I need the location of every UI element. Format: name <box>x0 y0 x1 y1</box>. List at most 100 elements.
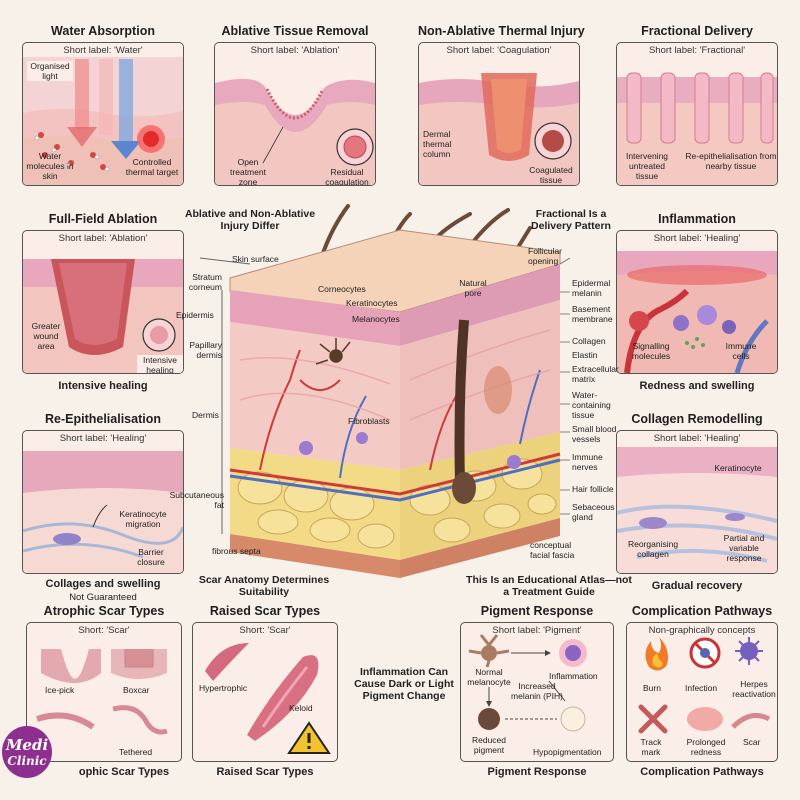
label-increased-melanin: Increased melanin (PIH) <box>511 681 563 701</box>
label-infection: Infection <box>685 683 718 693</box>
label-hypertrophic: Hypertrophic <box>199 683 248 693</box>
panel-title: Fractional Delivery <box>641 24 753 38</box>
inflammation-pigment-note: Inflammation Can Cause Dark or Light Pig… <box>354 666 454 702</box>
panel-inflammation: Inflammation Short label: 'Healing' Sign… <box>616 212 778 398</box>
label-extracellular-matrix: Extracellular matrix <box>572 364 619 384</box>
label-open-zone: Open treatment zone <box>230 157 266 186</box>
label-untreated-tissue: Intervening untreated tissue <box>625 151 669 181</box>
coagulation-illustration <box>419 73 579 185</box>
label-follicular-opening: Follicular opening <box>528 246 563 266</box>
short-label: Short label: 'Ablation' <box>58 233 148 244</box>
label-collagen: Collagen <box>572 336 606 346</box>
panel-box: Non-graphically concepts Burn Infection … <box>626 622 778 762</box>
label-scar: Scar <box>743 737 761 747</box>
panel-atrophic-scars: Atrophic Scar Types Short: 'Scar' Ice-pi… <box>26 604 182 784</box>
label-immune-cells: Immune cells <box>725 341 757 361</box>
panel-caption: Intensive healing <box>58 380 148 392</box>
label-water-tissue: Water-containing tissue <box>572 390 611 420</box>
label-epidermal-melanin: Epidermal melanin <box>572 278 611 298</box>
short-label: Short label: 'Ablation' <box>250 45 340 56</box>
label-re-epithelialisation-nearby: Re-epithelialisation from nearby tissue <box>685 151 777 171</box>
logo-line-1: Medi <box>5 736 49 754</box>
label-hair-follicle: Hair follicle <box>572 484 614 494</box>
panel-box: Short: 'Scar' Ice-pick Boxcar lling Teth… <box>26 622 182 762</box>
label-intensive-healing: Intensive healing <box>137 355 183 373</box>
panel-raised-scars: Raised Scar Types Short: 'Scar' Hypertro… <box>192 604 338 784</box>
panel-box: Short label: 'Water' Organised light Wat… <box>22 42 184 186</box>
heading-educational-atlas: This Is an Educational Atlas—not a Treat… <box>466 574 632 598</box>
label-reorganising-collagen: Reorganising collagen <box>627 539 679 559</box>
panel-title: Re-Epithelialisation <box>45 412 161 426</box>
label-tethered: Tethered <box>119 747 153 757</box>
label-herpes-reactivation: Herpes reactivation <box>732 679 776 699</box>
label-small-vessels: Small blood vessels <box>572 424 617 444</box>
panel-box: Short label: 'Ablation' Greater wound ar… <box>22 230 184 374</box>
short-label: Short label: 'Healing' <box>59 433 147 444</box>
panel-title: Raised Scar Types <box>209 604 321 618</box>
panel-complication-pathways: Complication Pathways Non-graphically co… <box>626 604 778 784</box>
panel-title: Atrophic Scar Types <box>43 604 165 618</box>
fractional-illustration <box>617 72 777 185</box>
raised-illustration <box>205 643 331 754</box>
label-boxcar: Boxcar <box>123 685 150 695</box>
short-label: Short: 'Scar' <box>239 625 291 636</box>
pigment-illustration <box>468 634 587 732</box>
panel-box: Short label: 'Fractional' Intervening un… <box>616 42 778 186</box>
label-stratum-corneum: Stratum corneum <box>188 272 222 292</box>
label-normal-melanocyte: Normal melanocyte <box>467 667 511 687</box>
panel-box: Short label: 'Healing' Keratinocyte migr… <box>22 430 184 574</box>
label-organised-light: Organised light <box>27 61 73 81</box>
panel-caption: Collages and swelling <box>45 578 161 590</box>
full-field-illustration <box>23 259 183 373</box>
heading-scar-anatomy: Scar Anatomy Determines Suitability <box>198 574 330 598</box>
label-subcutaneous-fat: Subcutaneous fat <box>169 490 224 510</box>
label-residual-coagulation: Residual coagulation <box>325 167 369 186</box>
short-label: Short label: 'Pigment' <box>492 625 582 636</box>
panel-collagen-remodelling: Collagen Remodelling Short label: 'Heali… <box>616 412 778 598</box>
label-corneocytes: Corneocytes <box>318 284 366 294</box>
clinic-logo: Medi Clinic <box>2 726 52 778</box>
water-illustration <box>23 57 183 185</box>
panel-caption: Raised Scar Types <box>216 766 314 778</box>
panel-full-field: Full-Field Ablation Short label: 'Ablati… <box>22 212 184 398</box>
label-water-molecules: Water molecules in skin <box>26 151 74 181</box>
short-label: Short label: 'Healing' <box>653 233 741 244</box>
panel-box: Short label: 'Healing' Signalling molecu… <box>616 230 778 374</box>
panel-non-ablative: Non-Ablative Thermal Injury Short label:… <box>418 24 585 186</box>
label-wound-area: Greater wound area <box>31 321 61 351</box>
panel-title: Inflammation <box>658 212 736 226</box>
panel-water-absorption: Water Absorption Short label: 'Water' Or… <box>22 24 184 186</box>
label-keratinocyte: Keratinocyte <box>714 463 762 473</box>
label-basement-membrane: Basement membrane <box>572 304 613 324</box>
label-thermal-column: Dermal thermal column <box>423 129 452 159</box>
label-inflammation: Inflammation <box>549 671 598 681</box>
panel-title: Collagen Remodelling <box>631 412 763 426</box>
label-burn: Burn <box>643 683 661 693</box>
short-label: Non-graphically concepts <box>648 625 756 636</box>
label-coagulated-tissue: Coagulated tissue <box>529 165 573 185</box>
panel-caption: Pigment Response <box>487 766 587 778</box>
panel-title: Pigment Response <box>480 604 594 618</box>
ablation-illustration <box>215 78 375 185</box>
panel-box: Short label: 'Healing' Keratinocyte Reor… <box>616 430 778 574</box>
atrophic-illustration <box>36 649 168 735</box>
label-signalling-molecules: Signalling molecules <box>631 341 671 361</box>
label-reduced-pigment: Reduced pigment <box>471 735 507 755</box>
label-barrier-closure: Barrier closure <box>137 547 165 567</box>
short-label: Short label: 'Fractional' <box>648 45 746 56</box>
label-dermis: Dermis <box>192 410 219 420</box>
re-epi-illustration <box>23 451 183 573</box>
panel-box: Short label: 'Pigment' Normal melanocyte… <box>460 622 614 762</box>
heading-ablative-differ: Ablative and Non-Ablative Injury Differ <box>184 208 316 232</box>
panel-fractional-delivery: Fractional Delivery Short label: 'Fracti… <box>616 24 778 186</box>
logo-line-2: Clinic <box>7 754 47 768</box>
label-epidermis: Epidermis <box>176 310 214 320</box>
label-sebaceous-gland: Sebaceous gland <box>572 502 615 522</box>
panel-box: Short: 'Scar' Hypertrophic Keloid <box>192 622 338 762</box>
panel-box: Short label: 'Coagulation' Dermal therma… <box>418 42 580 186</box>
panel-title: Water Absorption <box>51 24 155 38</box>
label-track-mark: Track mark <box>640 737 662 757</box>
short-label: Short label: 'Healing' <box>653 433 741 444</box>
label-prolonged-redness: Prolonged redness <box>686 737 726 757</box>
label-elastin: Elastin <box>572 350 598 360</box>
